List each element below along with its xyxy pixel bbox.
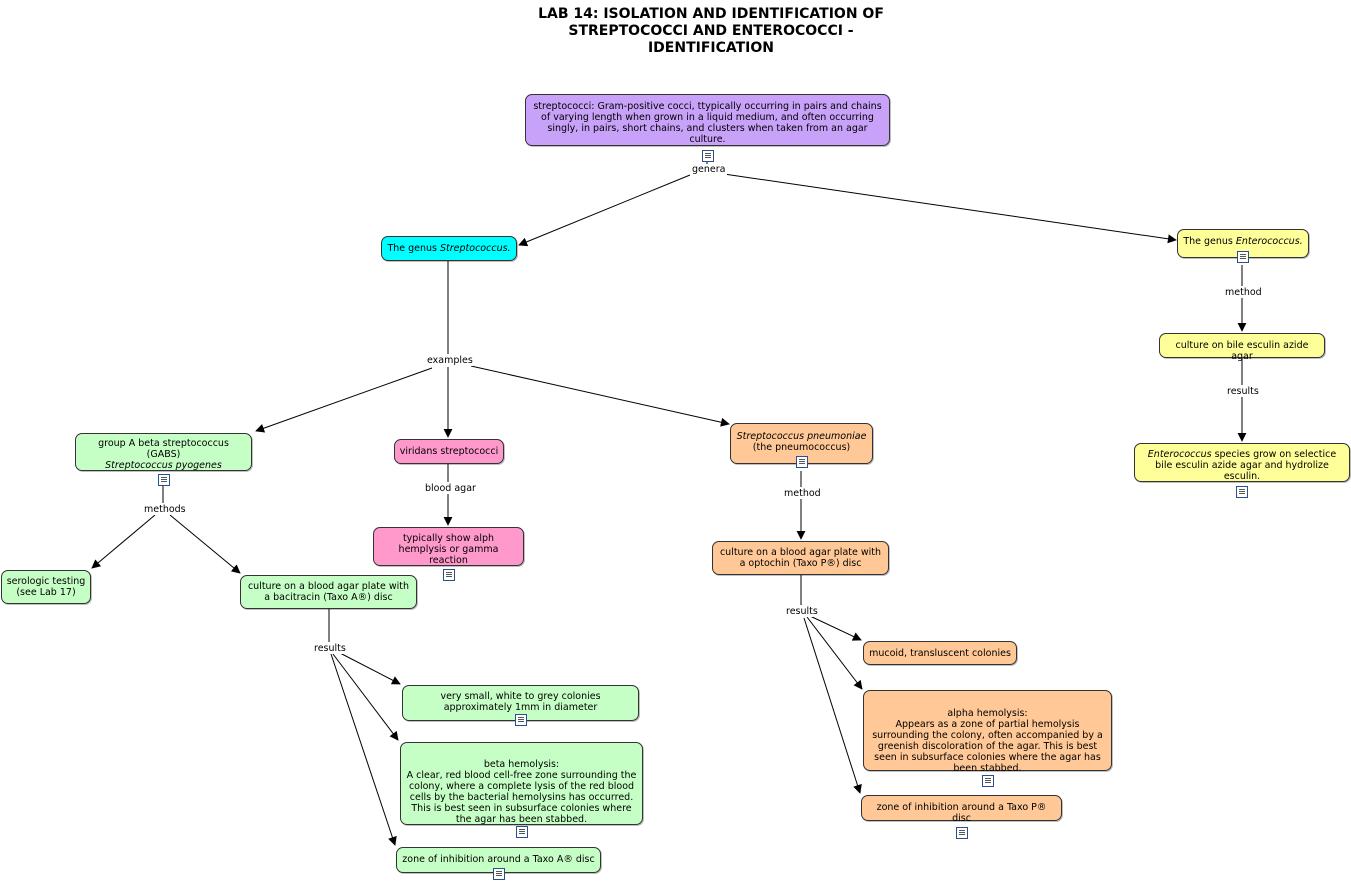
node-viridans[interactable]: viridans streptococci [394,439,504,464]
node-pneumoniae-name: Streptococcus pneumoniae [736,431,867,442]
node-genus-enterococcus-prefix: The genus [1183,236,1236,247]
node-gabs-line1: group A beta streptococcus (GABS) [98,438,229,460]
node-serologic-testing[interactable]: serologic testing (see Lab 17) [1,570,91,604]
node-enterococcus-result-text: species grow on selectice bile esculin a… [1155,449,1337,482]
node-bile-esculin-culture-text: culture on bile esculin azide agar [1175,340,1309,362]
node-alpha-hemolysis[interactable]: alpha hemolysis: Appears as a zone of pa… [863,690,1112,787]
node-bile-esculin-culture[interactable]: culture on bile esculin azide agar [1159,333,1325,362]
node-alpha-hemolysis-text: alpha hemolysis: Appears as a zone of pa… [872,708,1103,774]
document-icon[interactable] [981,775,994,787]
link-label-method-enterococcus: method [1223,287,1264,298]
document-icon[interactable] [795,456,808,468]
link-label-results-optochin: results [784,606,820,617]
node-mucoid-colonies[interactable]: mucoid, transluscent colonies [863,641,1017,665]
node-small-colonies[interactable]: very small, white to grey colonies appro… [402,685,639,726]
node-genus-streptococcus[interactable]: The genus Streptococcus. [381,236,517,261]
node-beta-hemolysis[interactable]: beta hemolysis: A clear, red blood cell-… [400,742,643,838]
node-zone-taxo-a[interactable]: zone of inhibition around a Taxo A® disc [396,847,601,880]
node-zone-taxo-p[interactable]: zone of inhibition around a Taxo P® disc [861,795,1062,839]
node-genus-enterococcus[interactable]: The genus Enterococcus. [1177,229,1309,263]
node-zone-taxo-p-text: zone of inhibition around a Taxo P® disc [876,802,1047,824]
node-genus-streptococcus-name: Streptococcus. [440,243,511,254]
node-pneumoniae[interactable]: Streptococcus pneumoniae (the pneumococc… [730,423,873,468]
node-genus-enterococcus-name: Enterococcus. [1235,236,1303,247]
document-icon[interactable] [492,868,505,880]
node-optochin-culture[interactable]: culture on a blood agar plate with a opt… [712,541,889,575]
node-genus-streptococcus-prefix: The genus [387,243,441,254]
node-viridans-result[interactable]: typically show alph hemplysis or gamma r… [373,527,524,581]
node-bacitracin-culture[interactable]: culture on a blood agar plate with a bac… [240,575,417,609]
document-icon[interactable] [157,474,170,486]
document-icon[interactable] [514,714,527,726]
document-icon[interactable] [442,569,455,581]
link-label-results-bacitracin: results [312,643,348,654]
node-gabs-line2: Streptococcus pyogenes [105,460,222,471]
document-icon[interactable] [1237,251,1249,263]
document-icon[interactable] [1236,486,1248,498]
node-serologic-testing-text: serologic testing (see Lab 17) [6,576,86,598]
node-streptococci-text: streptococci: Gram-positive cocci, ttypi… [533,101,882,145]
node-viridans-result-text: typically show alph hemplysis or gamma r… [398,533,499,566]
node-gabs[interactable]: group A beta streptococcus (GABS) Strept… [75,433,252,486]
link-label-method-pneumoniae: method [782,488,823,499]
node-enterococcus-result-genus: Enterococcus [1147,449,1212,460]
page-title: LAB 14: ISOLATION AND IDENTIFICATION OF … [538,6,884,56]
document-icon[interactable] [515,826,528,838]
link-label-blood-agar: blood agar [423,483,478,494]
link-label-genera: genera [690,164,728,175]
node-streptococci[interactable]: streptococci: Gram-positive cocci, ttypi… [525,94,890,162]
node-zone-taxo-a-text: zone of inhibition around a Taxo A® disc [402,854,595,865]
node-enterococcus-result[interactable]: Enterococcus species grow on selectice b… [1134,443,1350,498]
node-pneumoniae-line2: (the pneumococcus) [752,442,851,453]
link-label-methods-gabs: methods [142,504,188,515]
document-icon[interactable] [955,827,968,839]
node-mucoid-colonies-text: mucoid, transluscent colonies [869,648,1011,659]
node-viridans-text: viridans streptococci [399,446,499,457]
node-bacitracin-culture-text: culture on a blood agar plate with a bac… [247,581,410,603]
link-label-results-enterococcus: results [1225,386,1261,397]
node-small-colonies-text: very small, white to grey colonies appro… [440,691,601,713]
node-beta-hemolysis-text: beta hemolysis: A clear, red blood cell-… [406,759,637,825]
document-icon[interactable] [701,150,714,162]
link-label-examples: examples [425,355,475,366]
node-optochin-culture-text: culture on a blood agar plate with a opt… [719,547,882,569]
